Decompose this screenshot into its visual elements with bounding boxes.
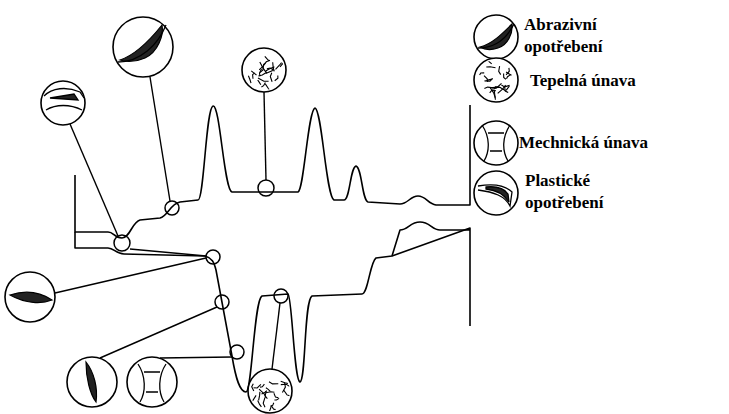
legend-symbol (474, 121, 518, 165)
legend-label: Plastické opotřebení (525, 170, 635, 214)
callout-circle (113, 17, 173, 77)
callout-circle (67, 357, 117, 407)
upper-die-contour (75, 105, 470, 238)
crack-stroke (266, 67, 274, 71)
abrasive-symbol (10, 292, 52, 302)
location-marker (206, 250, 220, 264)
crack-stroke (269, 382, 278, 384)
location-marker (114, 235, 130, 251)
leader-line (70, 124, 118, 236)
callout-circle (41, 81, 85, 125)
leader-line (160, 357, 232, 358)
legend-symbol (474, 171, 518, 215)
legend-label: Tepelná únava (530, 70, 700, 92)
abrasive-outline (478, 24, 514, 48)
crack-stroke (486, 60, 492, 64)
mechanical-fatigue-symbol (138, 364, 166, 402)
crack-stroke (252, 384, 254, 391)
mechanical-fatigue-symbol (482, 125, 510, 161)
crack-stroke (253, 73, 255, 79)
crack-stroke (258, 78, 269, 81)
leader-line (130, 249, 206, 256)
crack-stroke (507, 75, 511, 79)
crack-stroke (492, 83, 501, 89)
crack-stroke (259, 392, 260, 400)
callout-circle (248, 369, 292, 413)
crack-stroke (506, 86, 509, 90)
plastic-abrasive-symbol (44, 89, 84, 110)
crack-stroke (486, 67, 495, 68)
crack-stroke (274, 393, 279, 398)
leader-line (150, 77, 170, 201)
crack-stroke (261, 83, 265, 87)
callout-circle (5, 272, 55, 322)
crack-stroke (281, 384, 290, 386)
crack-stroke (265, 84, 270, 91)
crack-stroke (260, 69, 262, 76)
crack-stroke (263, 397, 265, 407)
crack-stroke (266, 391, 275, 393)
crack-stroke (499, 66, 501, 74)
location-marker (230, 345, 244, 359)
legend-symbol (474, 15, 518, 59)
location-marker (165, 201, 179, 215)
plastic-abrasive-symbol (50, 94, 78, 100)
crack-stroke (281, 381, 288, 383)
callout-circle (127, 357, 177, 407)
crack-stroke (248, 76, 251, 84)
location-marker (274, 289, 288, 303)
crack-stroke (267, 68, 274, 70)
leader-line (100, 307, 217, 358)
abrasive-symbol (86, 362, 97, 402)
crack-stroke (506, 68, 509, 75)
legend-symbol (474, 58, 518, 102)
crack-stroke (284, 390, 291, 396)
crack-stroke (276, 63, 282, 70)
crack-stroke (270, 73, 272, 82)
crack-stroke (258, 401, 262, 407)
abrasive-outline (118, 25, 166, 62)
location-marker (258, 180, 274, 196)
thermal-fatigue-texture (248, 56, 511, 414)
crack-stroke (249, 395, 257, 403)
leader-line (272, 303, 280, 369)
crack-stroke (504, 74, 506, 80)
crack-stroke (272, 406, 276, 409)
crack-stroke (484, 87, 493, 89)
crack-stroke (274, 398, 279, 400)
legend-label: Mechnická únava (519, 132, 709, 154)
plastic-wear-symbol (486, 187, 509, 202)
crack-stroke (480, 73, 485, 75)
crack-stroke (267, 406, 272, 414)
legend-label: Abrazivní opotřebení (524, 14, 634, 58)
callout-circle (242, 48, 286, 92)
crack-stroke (265, 60, 271, 64)
location-marker (215, 295, 229, 309)
leader-line (55, 258, 206, 293)
leader-line (264, 92, 266, 180)
crack-stroke (258, 80, 261, 85)
crack-stroke (262, 391, 267, 394)
crack-stroke (485, 78, 493, 81)
abrasive-symbol (480, 24, 512, 49)
crack-stroke (275, 75, 278, 80)
lower-die-flat (392, 222, 470, 256)
crack-stroke (254, 384, 261, 388)
plastic-wear-symbol (478, 185, 512, 206)
